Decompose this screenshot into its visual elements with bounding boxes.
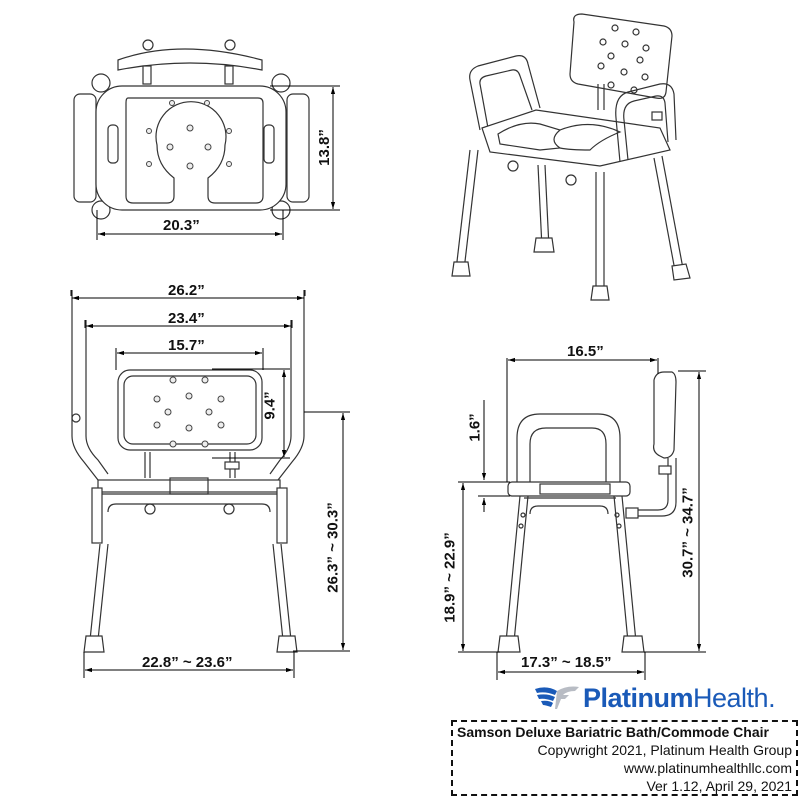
top-view-drawing bbox=[73, 39, 340, 240]
copyright-text: Copywright 2021, Platinum Health Group bbox=[537, 742, 792, 758]
brand-name-light: Health bbox=[693, 682, 769, 713]
front-arm-height-label: 26.3” ~ 30.3” bbox=[324, 502, 342, 593]
isometric-view-drawing bbox=[451, 13, 691, 301]
side-leg-span-label: 17.3” ~ 18.5” bbox=[521, 654, 612, 671]
top-width-label: 20.3” bbox=[163, 217, 200, 234]
side-seat-thickness-label: 1.6” bbox=[466, 413, 484, 442]
side-view-drawing bbox=[458, 357, 706, 680]
side-back-height-label: 30.7” ~ 34.7” bbox=[679, 487, 697, 578]
front-leg-span-label: 22.8” ~ 23.6” bbox=[142, 654, 233, 671]
website-text: www.platinumhealthllc.com bbox=[623, 760, 792, 776]
side-depth-label: 16.5” bbox=[567, 343, 604, 360]
front-backrest-width-label: 15.7” bbox=[168, 337, 205, 354]
front-backrest-height-label: 9.4” bbox=[261, 391, 279, 420]
title-block: Samson Deluxe Bariatric Bath/Commode Cha… bbox=[451, 720, 798, 796]
brand-dot: . bbox=[768, 682, 776, 713]
brand-name-bold: Platinum bbox=[583, 682, 694, 713]
version-text: Ver 1.12, April 29, 2021 bbox=[646, 778, 792, 794]
front-view-drawing bbox=[70, 290, 350, 678]
product-title: Samson Deluxe Bariatric Bath/Commode Cha… bbox=[457, 724, 769, 740]
side-seat-height-label: 18.9” ~ 22.9” bbox=[441, 532, 459, 623]
front-arm-width-label: 23.4” bbox=[168, 310, 205, 327]
front-overall-width-label: 26.2” bbox=[168, 282, 205, 299]
top-depth-label: 13.8” bbox=[315, 129, 333, 166]
wing-icon bbox=[535, 686, 579, 709]
